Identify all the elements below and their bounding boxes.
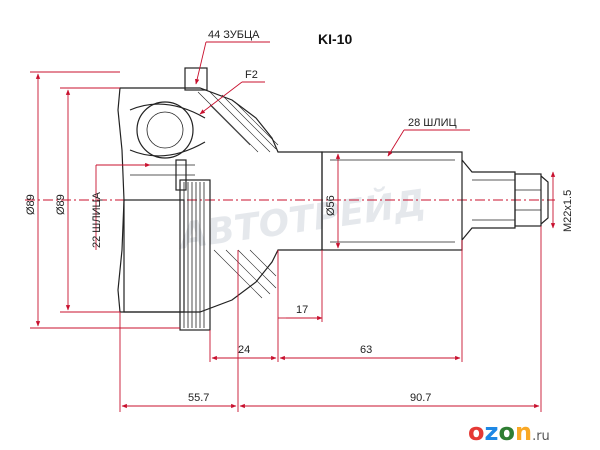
stem-dia: Ø56: [325, 195, 337, 216]
len-63: 63: [360, 344, 372, 356]
outer-dia-left: Ø89: [25, 194, 37, 215]
len-17: 17: [296, 304, 308, 316]
teeth-label: 44 ЗУБЦА: [208, 29, 260, 41]
outer-splines-label: 28 ШЛИЦ: [408, 117, 457, 129]
shaft: [321, 151, 549, 251]
len-24: 24: [238, 344, 250, 356]
part-number: KI-10: [318, 31, 352, 47]
brand-suffix: .ru: [532, 429, 550, 444]
watermark: АВТОТРЕЙД: [174, 181, 429, 258]
brand-logo-text: ozon.ru: [468, 418, 550, 446]
f2-label: F2: [245, 69, 258, 81]
ozon-logo: ozon.ru: [468, 418, 550, 446]
len-90-7: 90.7: [410, 392, 431, 404]
thread-dim: M22x1.5: [562, 190, 574, 232]
joint-body: [117, 67, 323, 331]
outer-dia-inner: Ø89: [55, 194, 67, 215]
inner-splines-label: 22 ШЛИЦА: [91, 191, 103, 248]
len-55-7: 55.7: [188, 392, 209, 404]
